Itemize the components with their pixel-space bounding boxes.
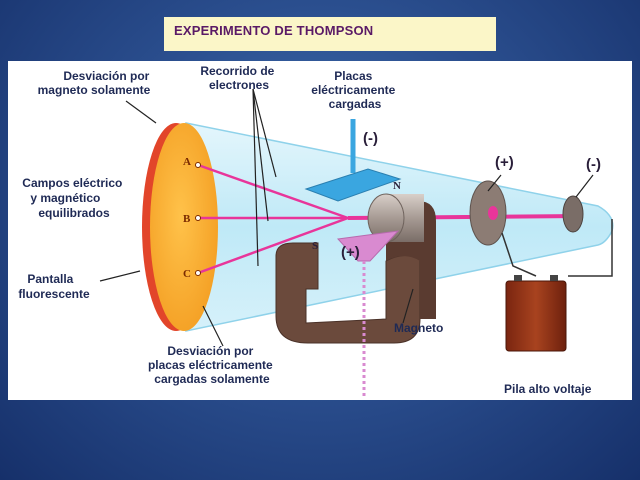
thomson-diagram: A B C (-) N S (+) (+) (-) [18,64,614,399]
callout-lines [99,88,594,347]
pole-s: S [312,240,318,252]
impact-points: A B C [183,156,201,280]
pole-n: N [393,180,401,192]
diagram-panel: A B C (-) N S (+) (+) (-) [8,61,632,400]
bottom-plate-sign: (+) [341,244,360,261]
label-battery: Pila alto voltaje [504,382,592,396]
label-magnet: Magneto [394,321,443,335]
slide-title: EXPERIMENTO DE THOMPSON [174,23,374,38]
label-electron-path: Recorrido de electrones [200,64,277,92]
point-c: C [183,268,191,280]
top-plate-sign: (-) [363,130,378,147]
top-plate [304,168,402,202]
battery [505,280,567,352]
point-a: A [183,156,191,168]
cathode-sign: (-) [586,156,601,173]
wires [501,219,613,277]
cathode-disc [562,195,584,233]
magnet: N S [275,180,436,344]
electron-beams [197,163,349,275]
label-charged-plates: Placas eléctricamente cargadas [311,69,398,111]
anode-sign: (+) [495,154,514,171]
label-plates-deviation: Desviación por placas eléctricamente car… [148,344,276,386]
point-b: B [183,213,191,225]
bottom-plate [336,230,400,262]
title-box: EXPERIMENTO DE THOMPSON [164,17,496,51]
label-balanced-fields: Campos eléctrico y magnético equilibrado… [22,176,125,220]
label-fluorescent-screen: Pantalla fluorescente [18,272,90,301]
label-magnet-deviation: Desviación por magneto solamente [38,69,153,97]
fluorescent-screen [150,123,218,331]
